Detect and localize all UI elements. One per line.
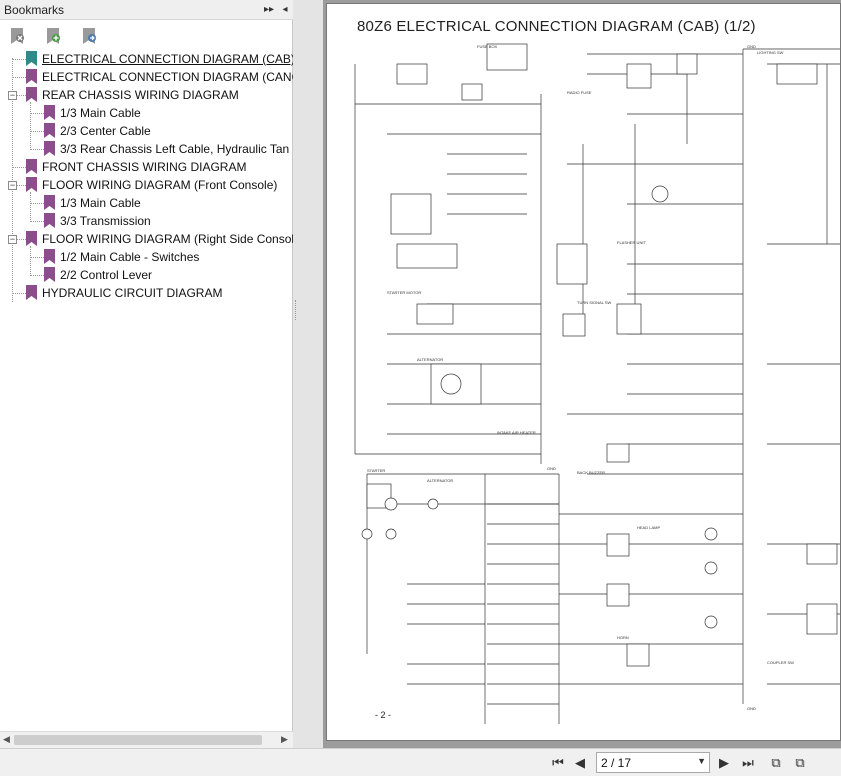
bookmarks-tree: − − − ELECTRICAL CONNECTION DIAGRAM (CAB… [0,50,293,730]
panel-splitter[interactable] [293,0,323,748]
bookmark-icon [44,249,55,264]
bookmark-icon [26,177,37,192]
svg-text:LIGHTING SW: LIGHTING SW [757,50,784,55]
bookmark-label: FLOOR WIRING DIAGRAM (Front Console) [42,178,278,192]
expand-bookmark-icon[interactable] [80,27,98,45]
bookmark-icon [26,69,37,84]
bookmark-icon [26,51,37,66]
bookmark-icon [26,87,37,102]
svg-text:COUPLER SW: COUPLER SW [767,660,794,665]
bookmarks-title: Bookmarks [4,3,65,17]
delete-bookmark-icon[interactable] [8,27,26,45]
bookmark-label: 1/3 Main Cable [60,106,141,120]
document-view: STARTER ALTERNATOR FUSE BOX RADIO FUSE F… [323,0,841,748]
bookmark-icon [44,105,55,120]
bookmark-icon [44,213,55,228]
bookmark-label: FRONT CHASSIS WIRING DIAGRAM [42,160,247,174]
bookmark-icon [44,195,55,210]
bookmarks-panel: Bookmarks ▸▸ ◂ [0,0,293,748]
collapse-panel-icon[interactable]: ◂ [282,4,288,15]
page-selector[interactable]: 2 / 17 ▼ [596,752,710,773]
svg-text:FUSE BOX: FUSE BOX [477,44,498,49]
bookmark-icon [26,285,37,300]
svg-text:RADIO FUSE: RADIO FUSE [567,90,592,95]
next-view-icon[interactable]: ⧉ [795,755,805,770]
bookmarks-toolbar [0,21,293,49]
bookmark-label: 1/3 Main Cable [60,196,141,210]
svg-text:GND: GND [747,44,756,49]
pdf-page: STARTER ALTERNATOR FUSE BOX RADIO FUSE F… [326,3,841,741]
collapse-floor-front-toggle[interactable]: − [8,180,17,190]
next-page-icon[interactable]: ▶ [719,755,729,770]
bookmarks-horizontal-scrollbar[interactable]: ◀ ▶ [0,731,293,748]
svg-text:ALTERNATOR: ALTERNATOR [417,357,443,362]
page-number-label: - 2 - [375,710,392,720]
scroll-left-icon[interactable]: ◀ [3,734,10,744]
chevron-down-icon: ▼ [697,756,706,766]
svg-text:HEAD LAMP: HEAD LAMP [637,525,660,530]
bookmark-icon [44,123,55,138]
navigation-bar: ⏮ ◀ 2 / 17 ▼ ▶ ⏭ ⧉ ⧉ [0,748,841,776]
previous-view-icon[interactable]: ⧉ [771,755,781,770]
svg-text:FLASHER UNIT: FLASHER UNIT [617,240,646,245]
collapse-rear-chassis-toggle[interactable]: − [8,90,17,100]
bookmark-icon [26,159,37,174]
svg-text:TURN SIGNAL SW: TURN SIGNAL SW [577,300,612,305]
bookmark-icon [26,231,37,246]
page-title: 80Z6 ELECTRICAL CONNECTION DIAGRAM (CAB)… [357,18,756,35]
bookmark-icon [44,141,55,156]
bookmark-label: 3/3 Transmission [60,214,151,228]
collapse-floor-right-toggle[interactable]: − [8,234,17,244]
svg-text:HORN: HORN [617,635,629,640]
previous-page-icon[interactable]: ◀ [575,755,585,770]
scrollbar-thumb[interactable] [14,735,262,745]
bookmark-label: 2/3 Center Cable [60,124,151,138]
first-page-icon[interactable]: ⏮ [552,755,564,770]
svg-text:GND: GND [747,706,756,711]
bookmarks-header: Bookmarks ▸▸ ◂ [0,0,293,20]
bookmark-label: 3/3 Rear Chassis Left Cable, Hydraulic T… [60,142,290,156]
bookmark-label: REAR CHASSIS WIRING DIAGRAM [42,88,239,102]
bookmark-label: FLOOR WIRING DIAGRAM (Right Side Console [42,232,293,246]
bookmark-label: ELECTRICAL CONNECTION DIAGRAM (CAB) [42,52,293,66]
bookmark-icon [44,267,55,282]
bookmark-label: 1/2 Main Cable - Switches [60,250,200,264]
wiring-schematic: STARTER ALTERNATOR FUSE BOX RADIO FUSE F… [354,43,840,724]
svg-text:STARTER MOTOR: STARTER MOTOR [387,290,421,295]
bookmark-label: ELECTRICAL CONNECTION DIAGRAM (CANOP [42,70,293,84]
scroll-right-icon[interactable]: ▶ [281,734,288,744]
svg-text:GND: GND [547,466,556,471]
svg-text:BACK BUZZER: BACK BUZZER [577,470,605,475]
svg-text:ALTERNATOR: ALTERNATOR [427,478,453,483]
last-page-icon[interactable]: ⏭ [742,755,754,770]
expand-panel-icon[interactable]: ▸▸ [263,4,275,15]
svg-text:INTAKE AIR HEATER: INTAKE AIR HEATER [497,430,536,435]
bookmark-label: HYDRAULIC CIRCUIT DIAGRAM [42,286,223,300]
page-indicator: 2 / 17 [601,756,632,770]
bookmark-label: 2/2 Control Lever [60,268,153,282]
add-bookmark-icon[interactable] [44,27,62,45]
svg-text:STARTER: STARTER [367,468,385,473]
